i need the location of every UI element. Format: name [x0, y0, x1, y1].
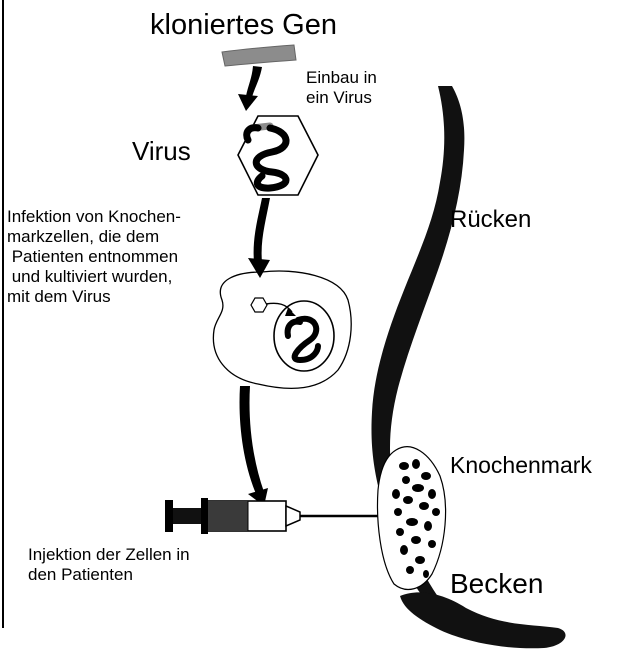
cloned-gene-label: kloniertes Gen: [150, 8, 337, 42]
virus-particle: [251, 298, 267, 312]
injection-description-label: Injektion der Zellen in den Patienten: [28, 545, 190, 585]
pelvis-silhouette: [400, 592, 566, 648]
marrow-cell: [213, 271, 351, 388]
bone-marrow-label: Knochenmark: [450, 452, 592, 479]
arrowhead-gene-to-virus: [238, 94, 258, 111]
arrow-gene-to-virus: [246, 66, 262, 97]
viral-genome: [247, 128, 286, 188]
arrowhead-virus-to-cell: [248, 258, 270, 278]
virus-label: Virus: [132, 136, 191, 167]
integrated-genome: [288, 319, 318, 360]
cloned-gene-strip: [222, 45, 296, 66]
syringe: [165, 498, 412, 534]
arrow-cell-to-syringe: [240, 386, 264, 494]
pelvis-label: Becken: [450, 567, 543, 600]
insertion-into-virus-label: Einbau in ein Virus: [306, 68, 377, 108]
infection-description-label: Infektion von Knochen- markzellen, die d…: [7, 207, 181, 307]
back-label: Rücken: [450, 206, 531, 234]
arrow-virus-to-cell: [254, 198, 270, 262]
